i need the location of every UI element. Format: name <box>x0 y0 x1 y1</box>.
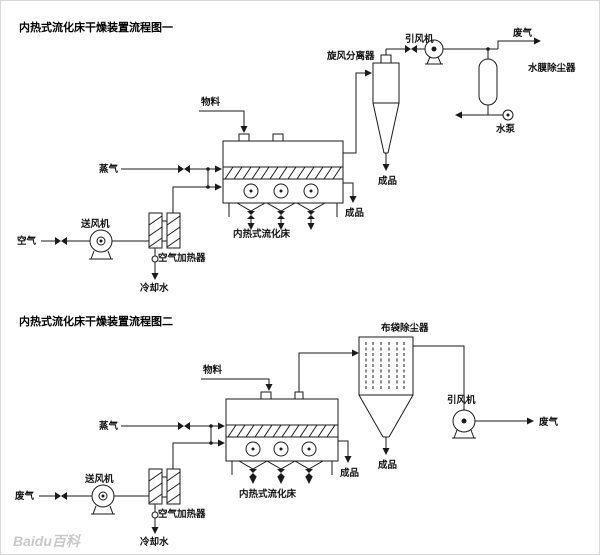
duct-arrow <box>365 69 372 77</box>
valve-icon <box>405 45 417 53</box>
air-inlet-1: 空气 <box>17 235 149 247</box>
water-pump: 水泵 <box>496 109 516 135</box>
valve-icon <box>55 492 67 500</box>
diagram1-title: 内热式流化床干燥装置流程图一 <box>19 20 173 34</box>
cyclone-label: 旋风分离器 <box>326 50 375 62</box>
fluidized-bed-1-label: 内热式流化床 <box>233 228 291 240</box>
bag-filter-label: 布袋除尘器 <box>380 322 429 334</box>
water-film-dust-collector: 水膜除尘器 <box>455 58 576 119</box>
water-film-collector-label: 水膜除尘器 <box>528 62 576 74</box>
hot-air-duct-1 <box>172 183 222 213</box>
steam-line-2: 蒸气 <box>99 420 225 445</box>
induced-fan-1-label: 引风机 <box>405 33 434 45</box>
air-heater-1 <box>148 212 181 280</box>
valve-icon <box>178 165 190 173</box>
material-feed-2: 物料 <box>201 364 273 391</box>
valve-icon <box>55 237 67 245</box>
water-pump-label: 水泵 <box>496 123 516 135</box>
blower-2-label: 送风机 <box>84 473 114 485</box>
baidu-watermark: Baidu百科 <box>13 533 82 549</box>
cyclone-separator: 旋风分离器 成品 <box>326 49 400 187</box>
diagram2-title: 内热式流化床干燥装置流程图二 <box>19 314 173 328</box>
induced-fan-2-label: 引风机 <box>447 394 476 406</box>
product-bed-2-label: 成品 <box>340 467 359 479</box>
exhaust-1-label: 废气 <box>513 27 533 39</box>
induced-fan-2: 引风机 废气 <box>447 394 559 439</box>
gas-line-1: 废气 <box>386 27 541 59</box>
cooling-water-1-label: 冷却水 <box>140 282 169 294</box>
induced-fan-1: 引风机 <box>405 33 444 65</box>
fluidized-bed-2 <box>225 391 339 484</box>
waste-gas-inlet-label: 废气 <box>15 490 35 502</box>
bed-1-product-outlet: 成品 <box>343 182 364 219</box>
bag-dust-collector: 布袋除尘器 成品 <box>358 322 429 471</box>
product-bed-1-label: 成品 <box>345 207 364 219</box>
filter-bags <box>365 342 405 390</box>
material-2-label: 物料 <box>203 364 223 376</box>
steam-2-label: 蒸气 <box>99 420 119 432</box>
bed-2-product-outlet: 成品 <box>338 440 359 479</box>
blower-1: 送风机 <box>80 218 113 260</box>
duct-bed-to-cyclone <box>343 72 365 154</box>
fluidized-bed-2-label: 内热式流化床 <box>239 488 297 500</box>
blower-2: 送风机 <box>84 473 115 515</box>
gas-line-2 <box>413 345 465 410</box>
product-filter-label: 成品 <box>378 459 397 471</box>
air-heater-2 <box>148 468 181 534</box>
steam-line-1: 蒸气 <box>99 163 222 189</box>
duct-bed-to-filter <box>298 352 352 392</box>
air-heater-2-label: 空气加热器 <box>158 508 206 520</box>
blower-1-label: 送风机 <box>80 218 110 230</box>
product-cyclone-label: 成品 <box>378 175 397 187</box>
waste-gas-inlet-2: 废气 <box>15 490 149 502</box>
exhaust-2-label: 废气 <box>539 416 559 428</box>
cooling-water-2-label: 冷却水 <box>140 536 169 548</box>
hot-air-duct-2 <box>172 439 225 469</box>
material-feed-1: 物料 <box>199 96 248 133</box>
material-1-label: 物料 <box>201 96 221 108</box>
duct-arrow <box>352 349 359 357</box>
air-label: 空气 <box>17 235 37 247</box>
steam-1-label: 蒸气 <box>99 163 119 175</box>
valve-icon <box>178 422 190 430</box>
fluidized-bed-1 <box>222 133 344 230</box>
air-heater-1-label: 空气加热器 <box>158 252 206 264</box>
